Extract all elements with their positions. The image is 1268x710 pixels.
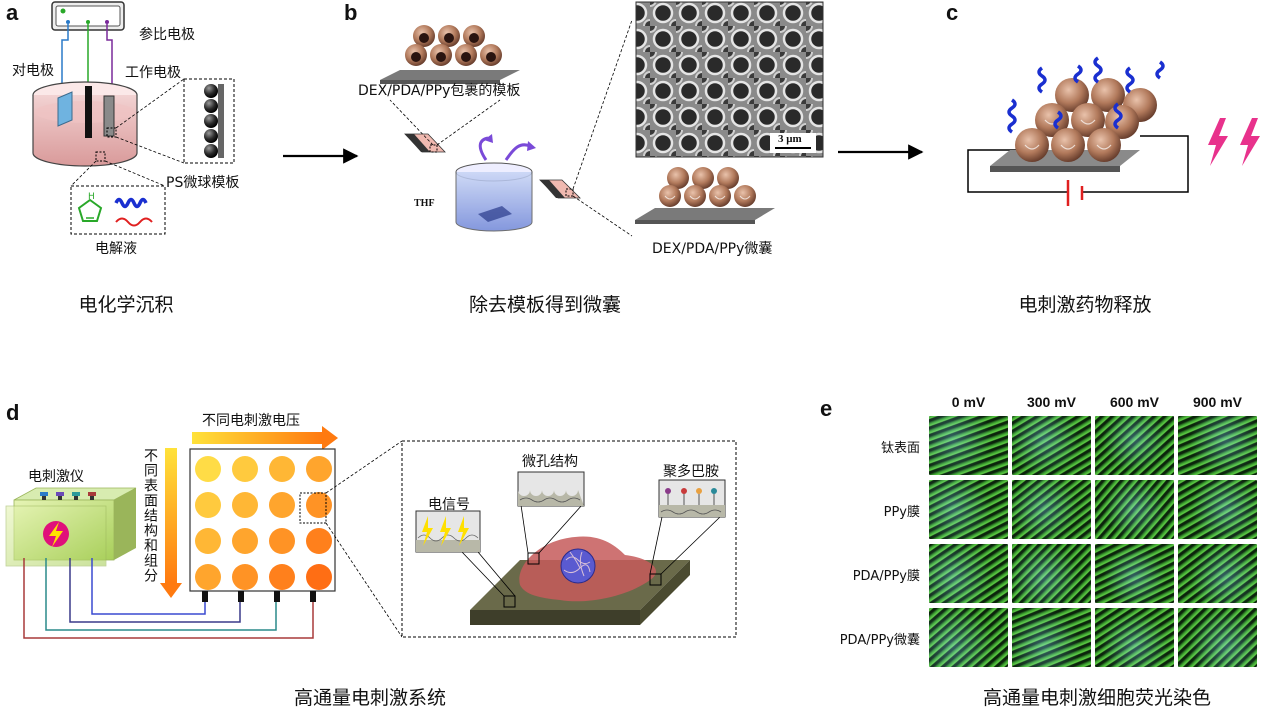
stimulator-terminals (40, 492, 96, 500)
caption-electrodeposition: 电化学沉积 (78, 294, 174, 316)
caption-fluorescence-staining: 高通量电刺激细胞荧光染色 (982, 687, 1212, 709)
fluorescence-image (1012, 480, 1091, 539)
label-electric-signal: 电信号 (428, 497, 470, 513)
label-surface-axis: 不同表面结构和组分 (142, 448, 158, 583)
fluorescence-image (1095, 480, 1174, 539)
column-header: 900 mV (1192, 394, 1243, 410)
well (306, 456, 332, 482)
label-microcapsule: DEX/PDA/PPy微囊 (652, 241, 773, 257)
column-header: 0 mV (951, 394, 986, 410)
label-microporous: 微孔结构 (522, 454, 578, 470)
fluorescence-image (929, 416, 1008, 475)
well (195, 456, 221, 482)
well (232, 528, 258, 554)
well (306, 528, 332, 554)
well (269, 528, 295, 554)
label-polydopamine: 聚多巴胺 (663, 464, 719, 480)
svg-text:H: H (88, 192, 95, 202)
label-coated-template: DEX/PDA/PPy包裹的模板 (358, 83, 521, 99)
label-working-electrode: 工作电极 (125, 65, 181, 81)
fluorescence-image (1012, 416, 1091, 475)
fluorescence-image (929, 608, 1008, 667)
panel-label-d: d (6, 400, 20, 425)
label-ps-template: PS微球模板 (166, 175, 240, 191)
electrode-pins (202, 591, 316, 602)
coated-template-spheres (405, 25, 502, 66)
caption-remove-template: 除去模板得到微囊 (468, 294, 622, 316)
caption-high-throughput-system: 高通量电刺激系统 (293, 687, 447, 709)
well (232, 564, 258, 590)
sem-image (635, 1, 824, 158)
well (269, 564, 295, 590)
fluorescence-image (929, 480, 1008, 539)
fluorescence-image (1095, 544, 1174, 603)
label-counter-electrode: 对电极 (12, 63, 54, 79)
fluorescence-image (1178, 416, 1257, 475)
fluorescence-image (1095, 416, 1174, 475)
column-header: 600 mV (1109, 394, 1160, 410)
fluorescence-image (1178, 480, 1257, 539)
row-label: PDA/PPy微囊 (839, 632, 920, 648)
panel-label-c: c (946, 0, 959, 25)
panel-label-e: e (820, 396, 833, 421)
well (232, 492, 258, 518)
label-electrolyte: 电解液 (95, 241, 137, 257)
row-label: 钛表面 (880, 440, 920, 456)
panel-label-b: b (344, 0, 358, 25)
sem-scale-bar-label: 3 μm (778, 133, 802, 145)
well (269, 456, 295, 482)
caption-drug-release: 电刺激药物释放 (1018, 294, 1152, 316)
fluorescence-image (1178, 544, 1257, 603)
well (232, 456, 258, 482)
fluorescence-image (929, 544, 1008, 603)
fluorescence-image (1095, 608, 1174, 667)
label-voltage-axis: 不同电刺激电压 (202, 413, 300, 429)
label-thf: THF (414, 198, 435, 209)
column-header: 300 mV (1026, 394, 1077, 410)
fluorescence-image (1012, 608, 1091, 667)
row-label: PPy膜 (883, 504, 920, 520)
well (306, 564, 332, 590)
well (195, 528, 221, 554)
microcapsule-array (659, 167, 756, 207)
ps-spheres (204, 84, 218, 158)
dex-chains (1007, 56, 1165, 134)
fluorescence-image (1012, 544, 1091, 603)
well (195, 492, 221, 518)
well (269, 492, 295, 518)
fluorescence-image (1178, 608, 1257, 667)
label-stimulator: 电刺激仪 (28, 469, 84, 485)
drug-release-capsules (1015, 78, 1157, 162)
label-reference-electrode: 参比电极 (139, 27, 195, 43)
well (195, 564, 221, 590)
panel-label-a: a (6, 0, 19, 25)
row-label: PDA/PPy膜 (852, 568, 920, 584)
well (306, 492, 332, 518)
